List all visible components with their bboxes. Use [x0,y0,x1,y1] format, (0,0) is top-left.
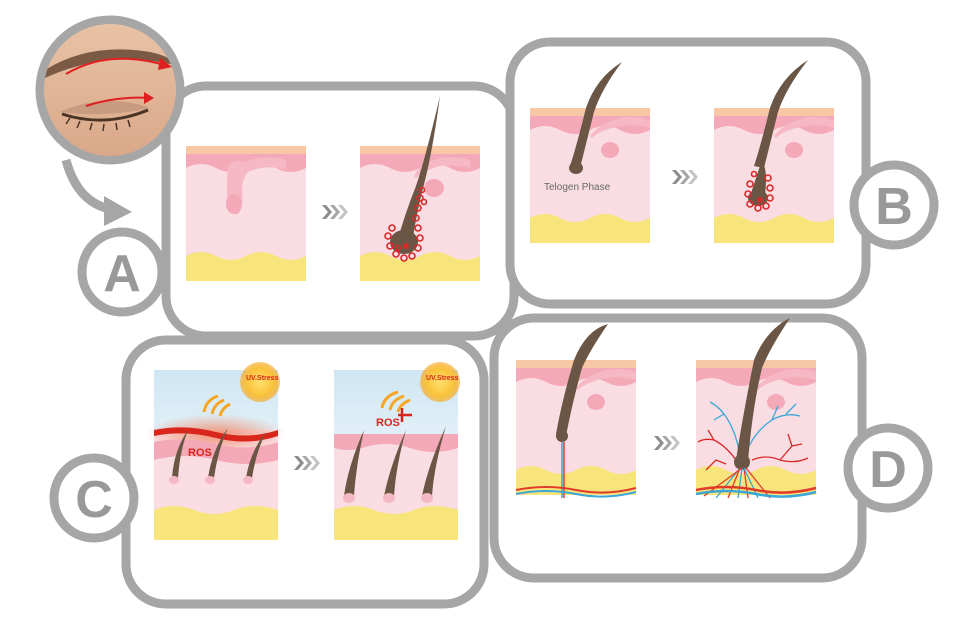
sun-icon [240,362,280,402]
panel-d-skin-after [695,318,817,499]
badge-d: D [843,423,933,513]
telogen-phase-label: Telogen Phase [544,182,611,193]
uv-stress-label: UV.Stress [246,375,279,382]
ros-label: ROS [188,447,212,459]
badge-c: C [49,453,139,543]
badge-a: A [77,227,167,317]
letter-c: C [75,471,113,529]
panel-c-skin-after: UV.Stress ROS [334,362,460,540]
eye-photo [35,15,185,165]
panel-b-skin-before: Telogen Phase [530,62,650,243]
letter-b: B [875,178,913,236]
badge-b: B [849,160,939,250]
panel-c-skin-before: UV.Stress ROS [146,362,286,540]
ros-label: ROS [376,417,400,429]
uv-stress-label: UV.Stress [426,375,459,382]
block-mark-icon [398,408,412,422]
panel-a-skin-after [360,96,480,281]
letter-d: D [869,441,907,499]
panel-b-skin-after [714,60,834,243]
sun-icon [420,362,460,402]
massage-arrow-bottom [85,96,151,107]
massage-arrow-top [65,57,169,75]
panel-a-skin-before [186,146,306,281]
panel-d-skin-before [515,324,637,498]
letter-a: A [103,245,141,303]
